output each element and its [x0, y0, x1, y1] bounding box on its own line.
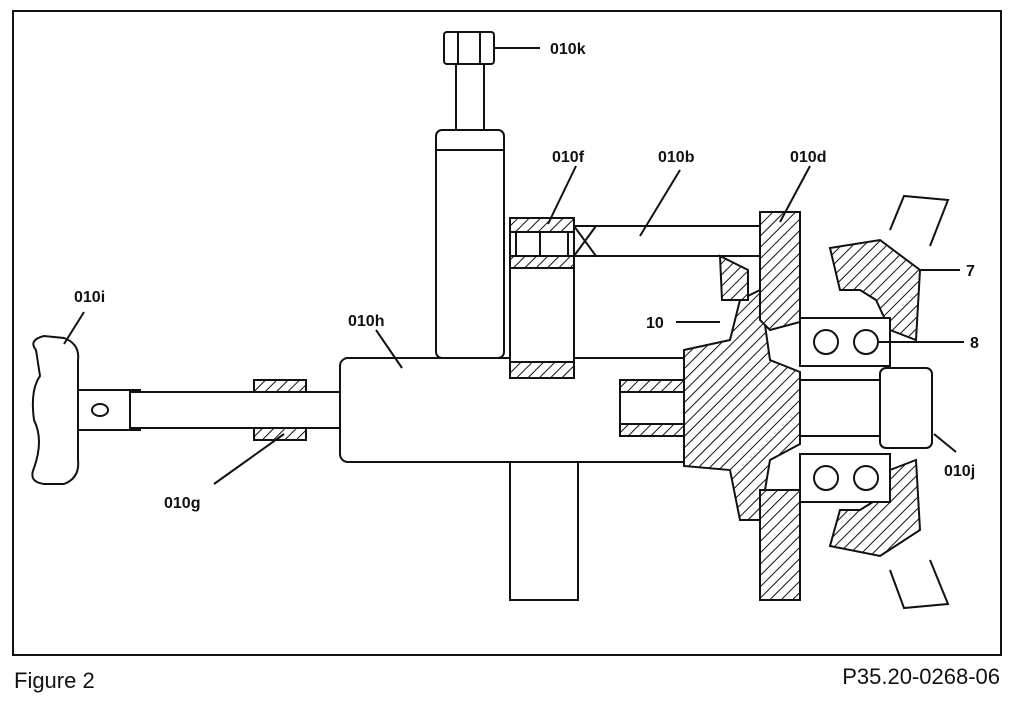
figure-code: P35.20-0268-06: [842, 664, 1000, 689]
bearing-8: [799, 317, 891, 503]
thread-insert-lower: [619, 423, 685, 437]
sleeve-010g-lower: [253, 427, 307, 441]
label-10: 10: [646, 315, 664, 332]
label-010f: 010f: [552, 149, 585, 166]
label-010b: 010b: [658, 149, 695, 166]
puller-arm-010d: [759, 211, 801, 332]
nut-block-010f: [509, 217, 575, 379]
label-8: 8: [970, 335, 979, 352]
sleeve-010g: [253, 379, 307, 393]
label-010h: 010h: [348, 313, 384, 330]
threaded-rod-010b: [573, 225, 765, 257]
label-7: 7: [966, 263, 975, 280]
figure-caption: Figure 2: [14, 668, 95, 693]
leader-lines: [63, 47, 964, 485]
puller-arm-010d-lower: [759, 489, 801, 601]
hub-flange-10: [683, 254, 801, 521]
label-010d: 010d: [790, 149, 826, 166]
puller-column-010h: [435, 129, 505, 359]
housing-7: [828, 194, 950, 610]
pressure-piece-010j: [879, 367, 933, 449]
thread-insert: [619, 379, 685, 393]
label-010j: 010j: [944, 463, 975, 480]
spindle-010g: [129, 391, 341, 429]
label-010g: 010g: [164, 495, 200, 512]
label-010i: 010i: [74, 289, 105, 306]
label-010k: 010k: [550, 41, 586, 58]
t-handle-010i: [31, 334, 141, 485]
hex-bolt-010k: [443, 31, 495, 131]
lower-plate: [509, 461, 579, 601]
